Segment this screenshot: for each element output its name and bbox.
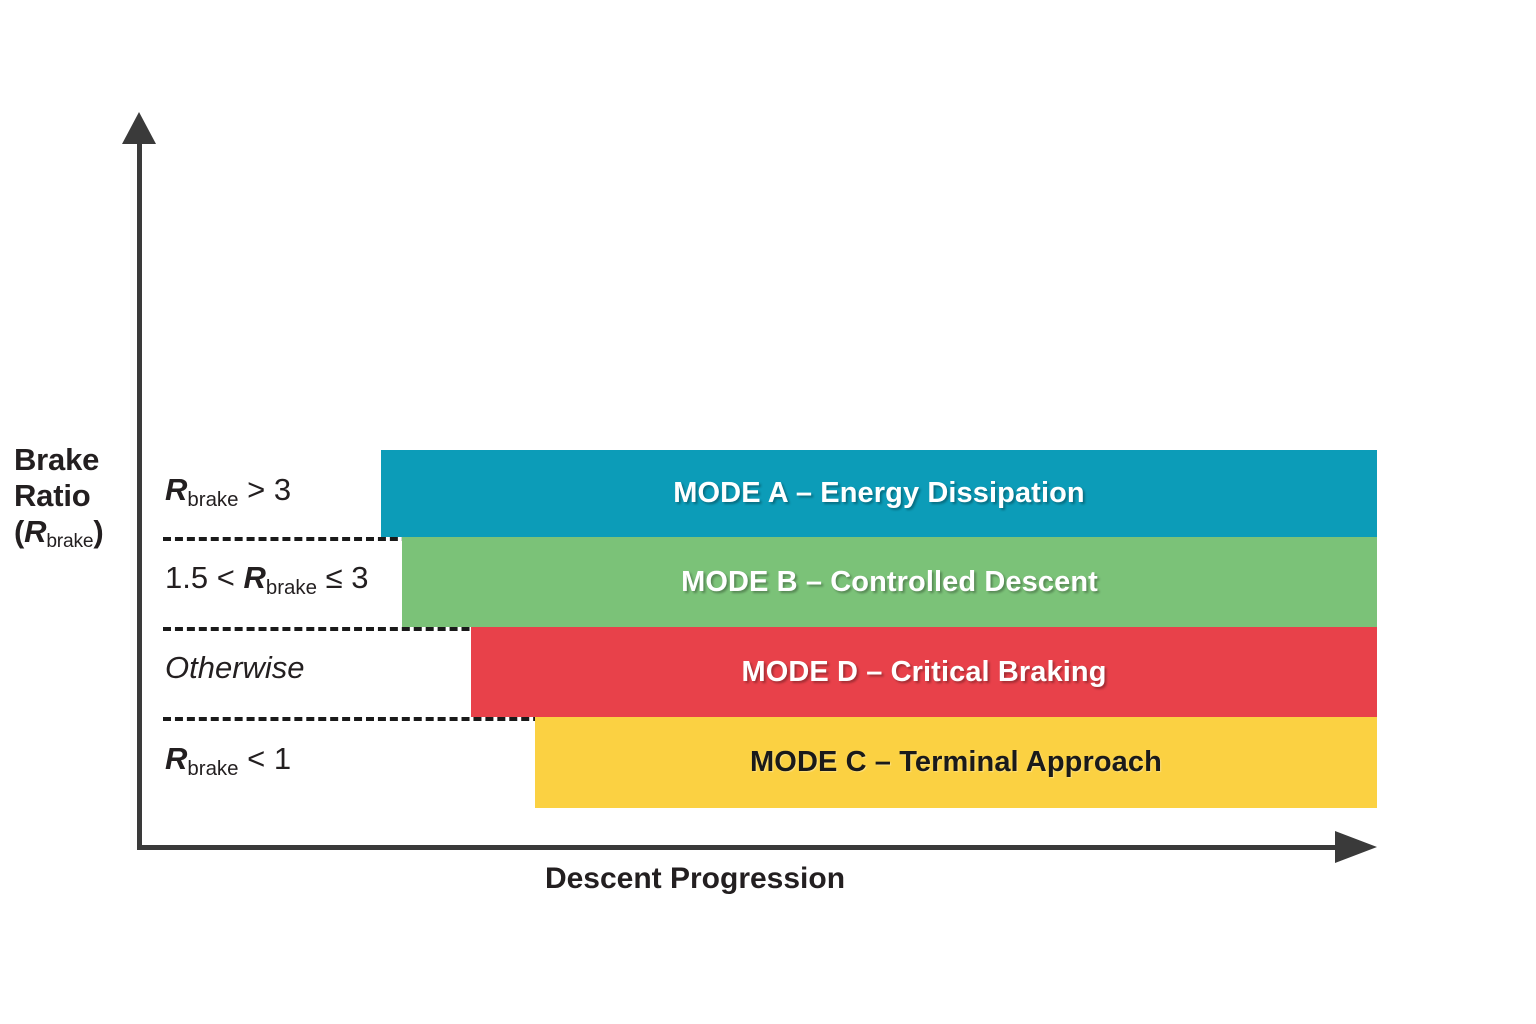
x-axis-title: Descent Progression (544, 862, 846, 895)
condition-suffix: < 1 (238, 740, 292, 776)
paren-close: ) (93, 513, 104, 549)
bar-mode-a[interactable]: MODE A – Energy Dissipation (381, 450, 1377, 537)
bar-label-mode-a: MODE A – Energy Dissipation (673, 477, 1085, 509)
y-axis-title-line-1: Brake (14, 442, 100, 477)
bar-mode-d[interactable]: MODE D – Critical Braking (471, 627, 1377, 717)
y-axis-title-symbol: (Rbrake) (14, 513, 132, 553)
bar-label-mode-d: MODE D – Critical Braking (741, 655, 1107, 688)
condition-suffix: > 3 (238, 471, 292, 507)
bar-label-mode-b: MODE B – Controlled Descent (681, 565, 1098, 598)
symbol-subscript: brake (46, 531, 94, 553)
row-condition-label-mode-d: Otherwise (165, 650, 305, 685)
up-arrow-icon (122, 112, 156, 144)
condition-suffix: ≤ 3 (316, 560, 369, 595)
condition-var-R: R (165, 740, 188, 776)
condition-subscript: brake (187, 756, 239, 780)
bar-label-mode-c: MODE C – Terminal Approach (750, 746, 1162, 778)
row-condition-label-mode-b: 1.5 < Rbrake ≤ 3 (165, 560, 395, 600)
bar-mode-b[interactable]: MODE B – Controlled Descent (402, 537, 1377, 627)
condition-subscript: brake (187, 487, 239, 511)
bar-mode-c[interactable]: MODE C – Terminal Approach (535, 717, 1377, 808)
condition-subscript: brake (265, 576, 317, 600)
x-axis-line (137, 845, 1345, 850)
y-axis-title-line-2: Ratio (14, 477, 91, 513)
row-condition-label-mode-c: Rbrake < 1 (165, 740, 395, 780)
y-axis-title: Brake Ratio (Rbrake) (14, 442, 132, 553)
y-axis-line (137, 135, 142, 848)
condition-prefix: 1.5 < (165, 560, 244, 595)
row-condition-label-mode-a: Rbrake > 3 (165, 471, 395, 511)
condition-var-R: R (243, 560, 266, 595)
right-arrow-icon (1335, 831, 1377, 863)
paren-open: ( (14, 513, 25, 549)
condition-var-R: R (165, 471, 188, 507)
symbol-var-R: R (24, 513, 47, 549)
